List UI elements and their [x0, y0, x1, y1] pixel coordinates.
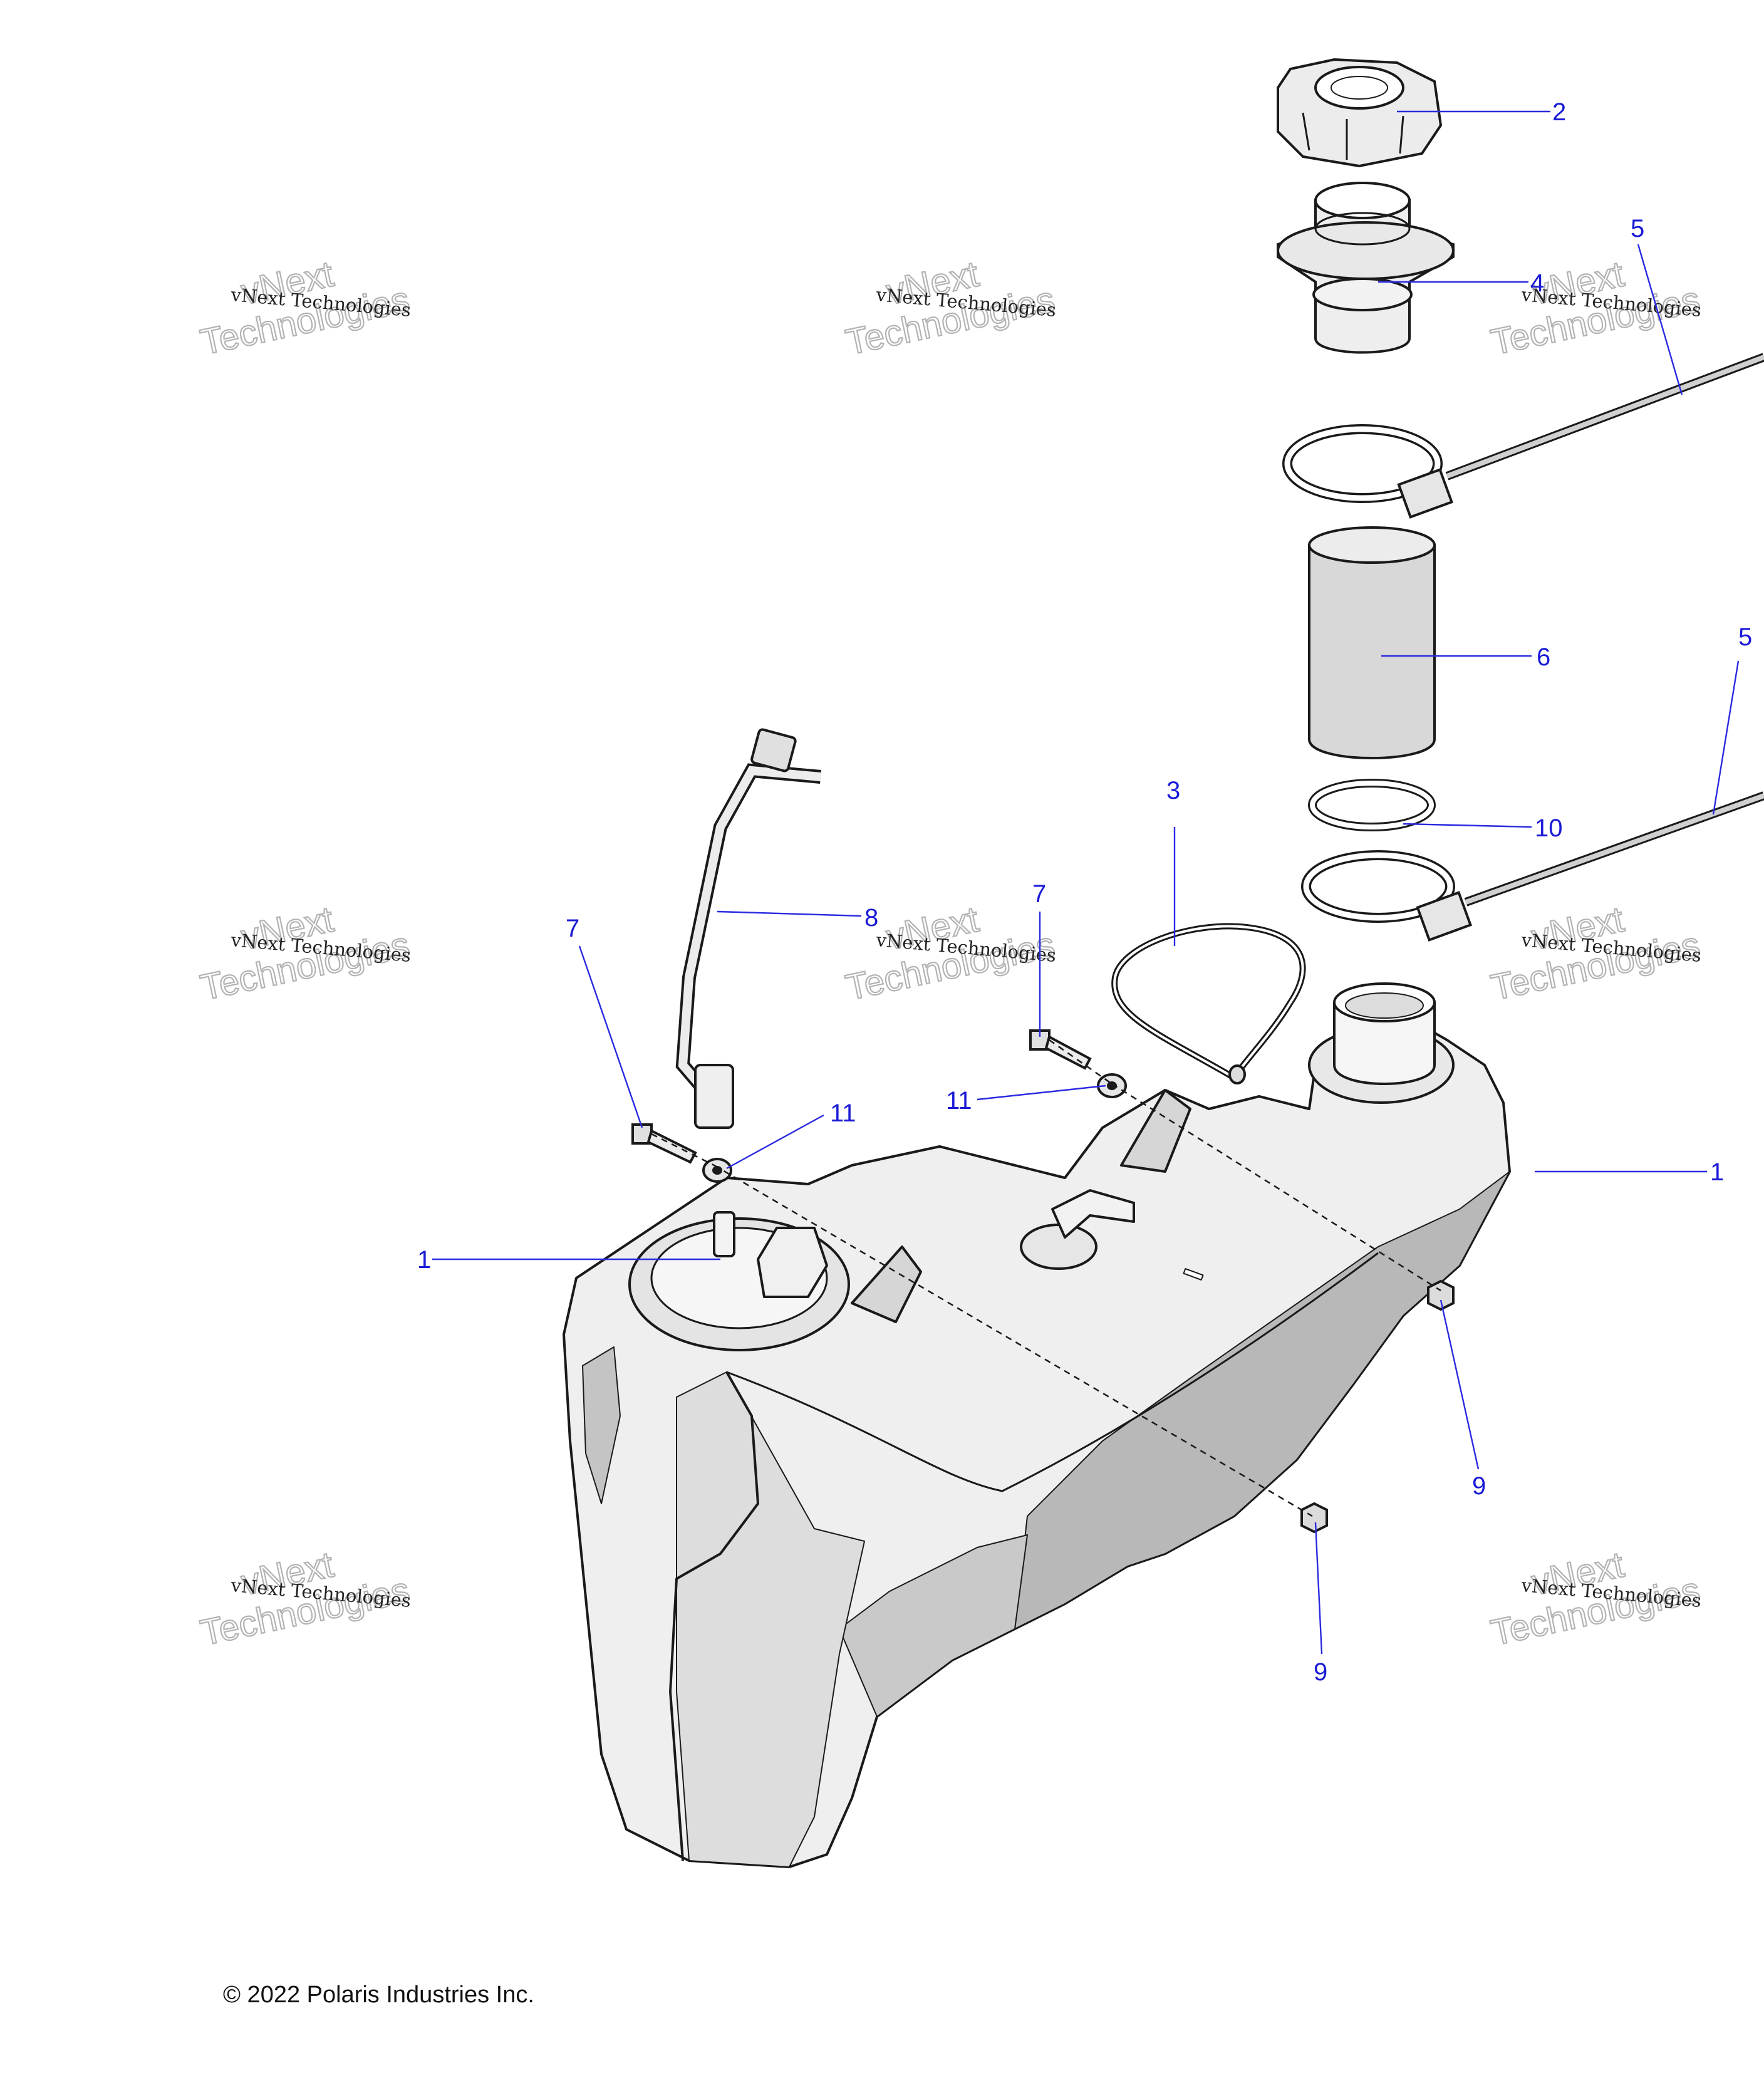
callout-4-neck: 4 — [1530, 269, 1544, 297]
washer-hole — [712, 1166, 722, 1175]
fuel-filler-hose — [1308, 526, 1436, 759]
leader-line — [977, 1084, 1106, 1101]
callout-8-vent-line: 8 — [864, 904, 878, 932]
tank-mount-tab — [851, 1245, 922, 1323]
callout-9-nut-right: 9 — [1472, 1472, 1486, 1500]
leader-line — [1403, 823, 1532, 828]
vent-tube-fill — [678, 766, 821, 1112]
filler-cap-label — [1331, 76, 1388, 100]
nut — [1300, 1502, 1328, 1534]
leader-line — [717, 910, 862, 917]
alignment-line — [1049, 1039, 1113, 1085]
callout-7-bolt-right: 7 — [1032, 880, 1046, 908]
callout-6-hose: 6 — [1537, 643, 1550, 671]
strap-loop — [1111, 923, 1306, 1082]
callout-11-washer-left: 11 — [830, 1100, 856, 1127]
hose-top — [1308, 526, 1436, 564]
tank-shadow-side — [1014, 1171, 1510, 1630]
leader-line — [1637, 244, 1683, 395]
hose-clamp-lower — [1301, 791, 1764, 942]
filler-neck-opening — [1314, 182, 1411, 219]
filler-neck-flange — [1277, 221, 1455, 280]
strap-loop-inner — [1113, 925, 1304, 1079]
filler-neck-lower — [1312, 278, 1413, 311]
tank-mark — [1183, 1268, 1204, 1281]
leader-line — [1314, 1522, 1323, 1655]
clamp-band-inner — [1303, 852, 1453, 921]
fuel-pump-connector — [757, 1227, 828, 1298]
filler-cap-top — [1314, 66, 1404, 110]
vent-line — [675, 728, 821, 1129]
small-clamp-band-inner — [1310, 781, 1434, 829]
nut — [1427, 1279, 1455, 1311]
callout-labels: 1 1 2 3 4 5 5 6 7 7 8 9 9 10 11 11 — [417, 98, 1752, 1686]
callout-1-pump: 1 — [417, 1246, 431, 1274]
bolt-shank — [646, 1129, 697, 1164]
tank-strap — [1111, 923, 1306, 1084]
leader-line — [726, 1114, 824, 1170]
callout-3-strap: 3 — [1166, 777, 1180, 804]
clamp-lever-fill — [1465, 793, 1764, 905]
tank-groove — [582, 1346, 621, 1504]
alignment-line — [713, 1164, 1313, 1517]
hose-clamp-small — [1308, 779, 1436, 831]
tank-vent-boss — [1020, 1224, 1097, 1270]
callout-10-small-clamp: 10 — [1535, 814, 1563, 842]
fasteners — [631, 1029, 1455, 1534]
clamp-latch — [1397, 468, 1454, 519]
clamp-latch — [1416, 891, 1473, 942]
vent-connector-lower — [694, 1064, 734, 1129]
filler-cap-rib — [1399, 115, 1404, 154]
tank-filler-neck-inner — [1345, 992, 1424, 1019]
callout-5-clamp-upper: 5 — [1631, 215, 1644, 242]
alignment-line — [651, 1133, 715, 1167]
fuel-tank — [563, 982, 1511, 1868]
filler-neck — [1277, 182, 1455, 354]
alignment-line — [1111, 1083, 1441, 1292]
callout-1-tank: 1 — [1710, 1158, 1724, 1186]
alignment-lines — [651, 1039, 1441, 1517]
tank-shadow-lower — [839, 1534, 1028, 1717]
vent-connector-upper — [750, 728, 797, 772]
filler-cap — [1277, 58, 1443, 168]
callout-2-cap: 2 — [1552, 98, 1566, 126]
tank-filler-neck — [1333, 1001, 1436, 1085]
tank-mount-tab — [1120, 1089, 1191, 1173]
leader-line — [1440, 1299, 1480, 1470]
clamp-band-inner — [1284, 426, 1441, 501]
hose-body — [1308, 544, 1436, 759]
tank-vent-nipple — [1051, 1189, 1135, 1239]
filler-cap-rib — [1302, 112, 1310, 151]
filler-neck-thread — [1314, 212, 1411, 246]
clamp-lever-fill — [1446, 355, 1764, 479]
leader-line — [578, 945, 643, 1128]
strap-eyelet — [1228, 1064, 1246, 1084]
leader-line — [1712, 660, 1740, 815]
callout-leaders — [432, 110, 1740, 1655]
callout-5-clamp-lower: 5 — [1738, 623, 1752, 651]
vent-tube — [675, 763, 821, 1114]
fuel-pump-outlet — [713, 1211, 735, 1257]
hose-clamp-upper — [1282, 353, 1764, 519]
tank-seam — [669, 1371, 759, 1861]
callout-11-washer-right: 11 — [946, 1087, 972, 1115]
tank-ridge — [726, 1252, 1379, 1492]
copyright-notice: © 2022 Polaris Industries Inc. — [223, 1982, 534, 2008]
callout-7-bolt-left: 7 — [566, 915, 579, 942]
callout-9-nut-lower: 9 — [1314, 1658, 1327, 1686]
tank-front-face — [676, 1371, 865, 1868]
